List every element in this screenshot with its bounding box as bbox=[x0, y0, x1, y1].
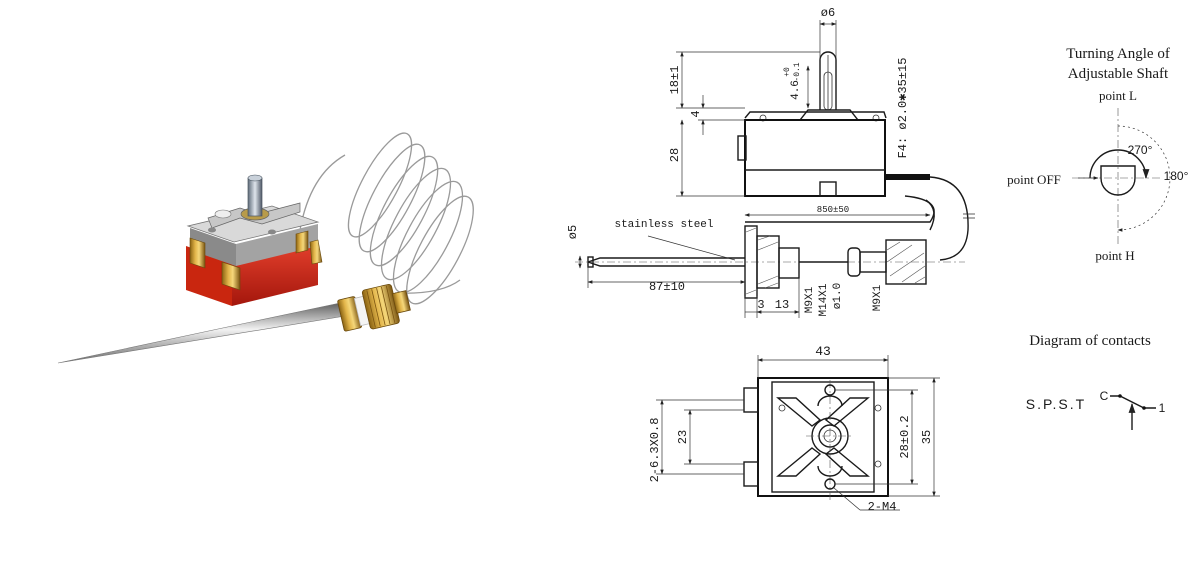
dim-23-label: 23 bbox=[676, 430, 690, 444]
arc-270-icon bbox=[1089, 149, 1150, 179]
shaft-section-icon bbox=[1100, 165, 1136, 196]
width-43-label: 43 bbox=[815, 344, 831, 359]
screws-label: 2-M4 bbox=[868, 500, 897, 514]
bulb-length-label: 87±10 bbox=[649, 280, 685, 294]
step-dimension-label: 4 bbox=[689, 110, 703, 117]
angle-180-label: 180° bbox=[1164, 169, 1189, 183]
turning-angle-title-line1: Turning Angle of bbox=[1066, 46, 1170, 62]
dim-13-label: 13 bbox=[775, 298, 789, 312]
hole-spacing-label: 28±0.2 bbox=[898, 415, 912, 458]
body-height-label: 28 bbox=[668, 148, 682, 162]
turning-angle-diagram: Turning Angle of Adjustable Shaft point … bbox=[1007, 46, 1189, 263]
dim-35-label: 35 bbox=[920, 430, 934, 444]
thermostat-photo-icon bbox=[57, 132, 474, 364]
angle-270-label: 270° bbox=[1128, 143, 1153, 157]
shaft-height-label: 18±1 bbox=[668, 66, 682, 95]
dim-3-label: 3 bbox=[757, 298, 764, 312]
capillary-spec-label: F4: ø2.0✱35±15 bbox=[896, 58, 910, 159]
switch-symbol-icon bbox=[1110, 394, 1156, 430]
flat-dimension-label: 4.6 bbox=[790, 80, 802, 100]
flat-tolerance-lower: -0.1 bbox=[793, 62, 802, 81]
point-off-label: point OFF bbox=[1007, 172, 1061, 187]
terminal-1-label: 1 bbox=[1159, 401, 1166, 415]
side-view-drawing: ø6 18±1 4.6 +0 -0.1 4 28 F4: ø2.0✱35±15 … bbox=[566, 6, 975, 318]
thread-m14-label: M14X1 bbox=[818, 283, 830, 316]
capillary-diameter-label: ø1.0 bbox=[832, 283, 844, 309]
flat-tolerance-upper: +0 bbox=[783, 67, 792, 77]
contact-type-label: S.P.S.T bbox=[1026, 396, 1086, 412]
terminals-label: 2-6.3X0.8 bbox=[648, 418, 662, 483]
point-l-label: point L bbox=[1099, 88, 1137, 103]
material-label: stainless steel bbox=[614, 219, 713, 231]
arc-180-icon bbox=[1117, 125, 1171, 232]
contacts-diagram: Diagram of contacts S.P.S.T C 1 bbox=[1026, 333, 1166, 430]
thread-m9-label: M9X1 bbox=[804, 286, 816, 313]
point-h-label: point H bbox=[1095, 248, 1134, 263]
bulb-diameter-label: ø5 bbox=[566, 225, 580, 239]
capillary-length-label: 850±50 bbox=[817, 205, 849, 215]
turning-angle-title-line2: Adjustable Shaft bbox=[1068, 66, 1169, 82]
front-view-drawing: 43 2-6.3X0.8 23 28±0.2 35 2-M4 bbox=[648, 344, 940, 514]
terminal-c-label: C bbox=[1100, 389, 1109, 403]
contacts-title: Diagram of contacts bbox=[1029, 333, 1151, 349]
shaft-diameter-label: ø6 bbox=[821, 6, 835, 20]
thread-m9-b-label: M9X1 bbox=[872, 284, 884, 311]
